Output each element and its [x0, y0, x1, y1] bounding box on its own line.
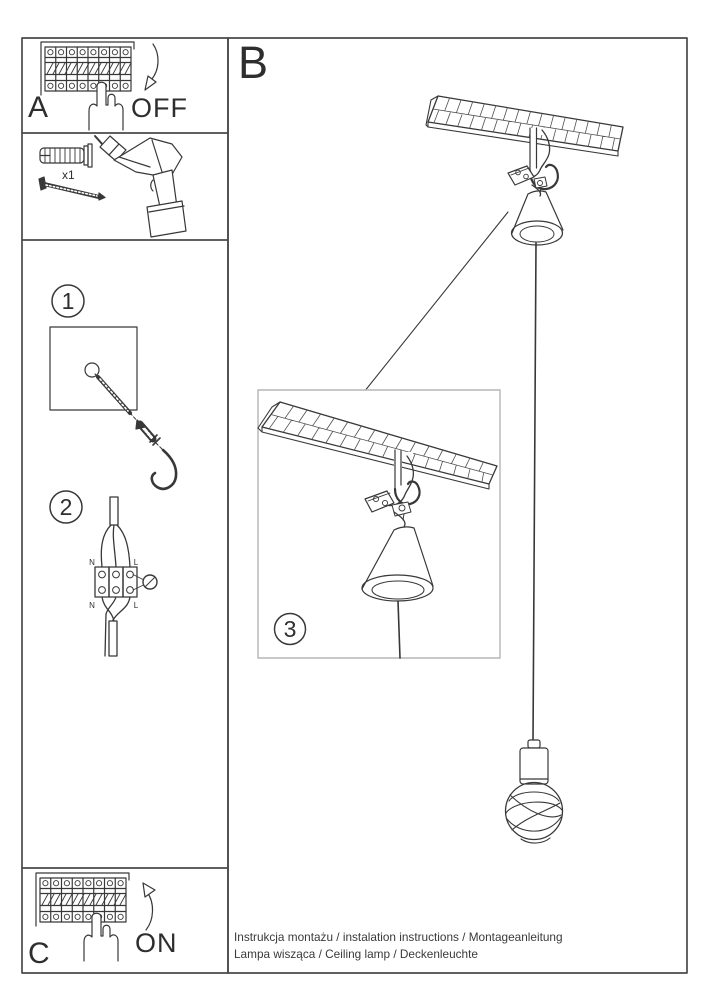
- step-2-number: 2: [60, 494, 73, 520]
- panel-a-label: A: [28, 91, 48, 124]
- inset-hook-and-connector-illustration: [364, 449, 421, 528]
- pendant-cable-illustration: [532, 242, 537, 742]
- detail-inset-3: 3: [257, 389, 501, 659]
- parts-box: x1: [38, 135, 187, 238]
- sheet-frame: [21, 37, 688, 974]
- panel-a: A OFF: [28, 41, 188, 131]
- footer-line-2: Lampa wisząca / Ceiling lamp / Deckenleu…: [234, 947, 478, 961]
- ceiling-cup-illustration: [510, 190, 564, 246]
- step-1-badge: [51, 284, 85, 318]
- wiring-terminal-illustration: [94, 496, 138, 657]
- bulb-illustration: [504, 739, 564, 844]
- ceiling-surface-illustration: [49, 326, 138, 411]
- footer-line-1: Instrukcja montażu / instalation instruc…: [234, 930, 563, 944]
- left-column-frame: [21, 37, 229, 974]
- footer: Instrukcja montażu / instalation instruc…: [234, 930, 563, 961]
- panel-c-label: C: [28, 937, 50, 970]
- screwdriver-icon: [132, 574, 158, 591]
- step-3-badge: [273, 612, 307, 646]
- hook-and-connector-illustration: [507, 127, 559, 197]
- inset-ceiling-cup-illustration: [361, 526, 434, 659]
- arrow-down-icon: [144, 43, 159, 91]
- drill-illustration: [94, 135, 187, 238]
- terminal-label-bottom-right: L: [134, 601, 139, 610]
- power-off-label: OFF: [131, 93, 188, 123]
- ceiling-panel-illustration: [425, 95, 624, 157]
- step-2: 2 N L N L: [49, 490, 158, 657]
- panel-b-frame: [227, 37, 688, 974]
- hook-screw-illustration: [84, 362, 178, 491]
- plug-quantity-label: x1: [62, 168, 75, 182]
- terminal-label-bottom-left: N: [89, 601, 95, 610]
- panel-b-label: B: [238, 37, 268, 88]
- wall-plug-illustration: [39, 143, 93, 168]
- screw-illustration: [38, 176, 106, 201]
- panel-c: C ON: [28, 872, 178, 970]
- step-3-number: 3: [284, 616, 297, 642]
- arrow-up-icon: [142, 882, 156, 931]
- step-2-badge: [49, 490, 83, 524]
- inset-ceiling-panel-illustration: [257, 401, 498, 490]
- power-on-label: ON: [135, 928, 178, 958]
- detail-leader-line: [365, 211, 509, 391]
- panel-b: B: [238, 37, 624, 844]
- terminal-label-top-right: L: [134, 558, 139, 567]
- step-1-number: 1: [62, 288, 75, 314]
- step-1: 1: [49, 284, 178, 491]
- terminal-label-top-left: N: [89, 558, 95, 567]
